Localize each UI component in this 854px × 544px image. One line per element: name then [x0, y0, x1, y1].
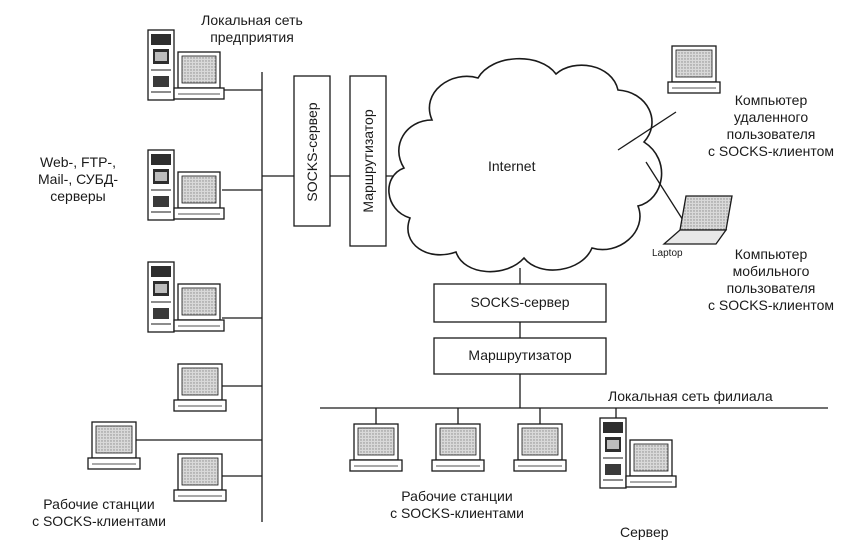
remote-user-label: Компьютер удаленного пользователя с SOCK… [707, 92, 835, 159]
wan-links [519, 111, 689, 408]
branch-workstation-2 [431, 423, 485, 472]
hq-router-box [349, 75, 387, 247]
branch-socks-server-label: SOCKS-сервер [470, 294, 570, 310]
laptop-label: Laptop [652, 248, 683, 259]
branch-workstation-1 [349, 423, 403, 472]
laptop-icon [662, 195, 733, 245]
mobile-user-label: Компьютер мобильного пользователя с SOCK… [707, 246, 835, 313]
branch-server-label: Сервер [620, 524, 669, 540]
hq-backbone [132, 72, 418, 522]
remote-user-computer [667, 45, 721, 94]
hq-router-label: Маршрутизатор [360, 109, 376, 213]
branch-lan-label: Локальная сеть филиала [608, 388, 773, 404]
branch-router-box [433, 337, 607, 375]
branch-router-label: Маршрутизатор [468, 347, 572, 363]
branch-bus [320, 407, 828, 424]
hq-socks-server-label: SOCKS-сервер [304, 102, 320, 202]
hq-socks-server-box [293, 75, 331, 227]
hq-app-server [147, 149, 225, 221]
hq-workstations-label: Рабочие станции с SOCKS-клиентами [32, 496, 166, 529]
hq-workstation-3 [173, 453, 227, 502]
hq-workstation-2 [87, 421, 141, 470]
hq-extra-server [147, 261, 225, 333]
hq-servers-label: Web-, FTP-, Mail-, СУБД- серверы [38, 154, 118, 204]
branch-workstation-3 [513, 423, 567, 472]
internet-label: Internet [488, 158, 536, 174]
branch-workstations-label: Рабочие станции с SOCKS-клиентами [390, 488, 524, 521]
internet-cloud [388, 57, 663, 273]
hq-workstation-1 [173, 363, 227, 412]
branch-server-computer [599, 417, 677, 489]
hq-lan-label: Локальная сеть предприятия [201, 12, 303, 45]
branch-socks-server-box [433, 283, 607, 323]
